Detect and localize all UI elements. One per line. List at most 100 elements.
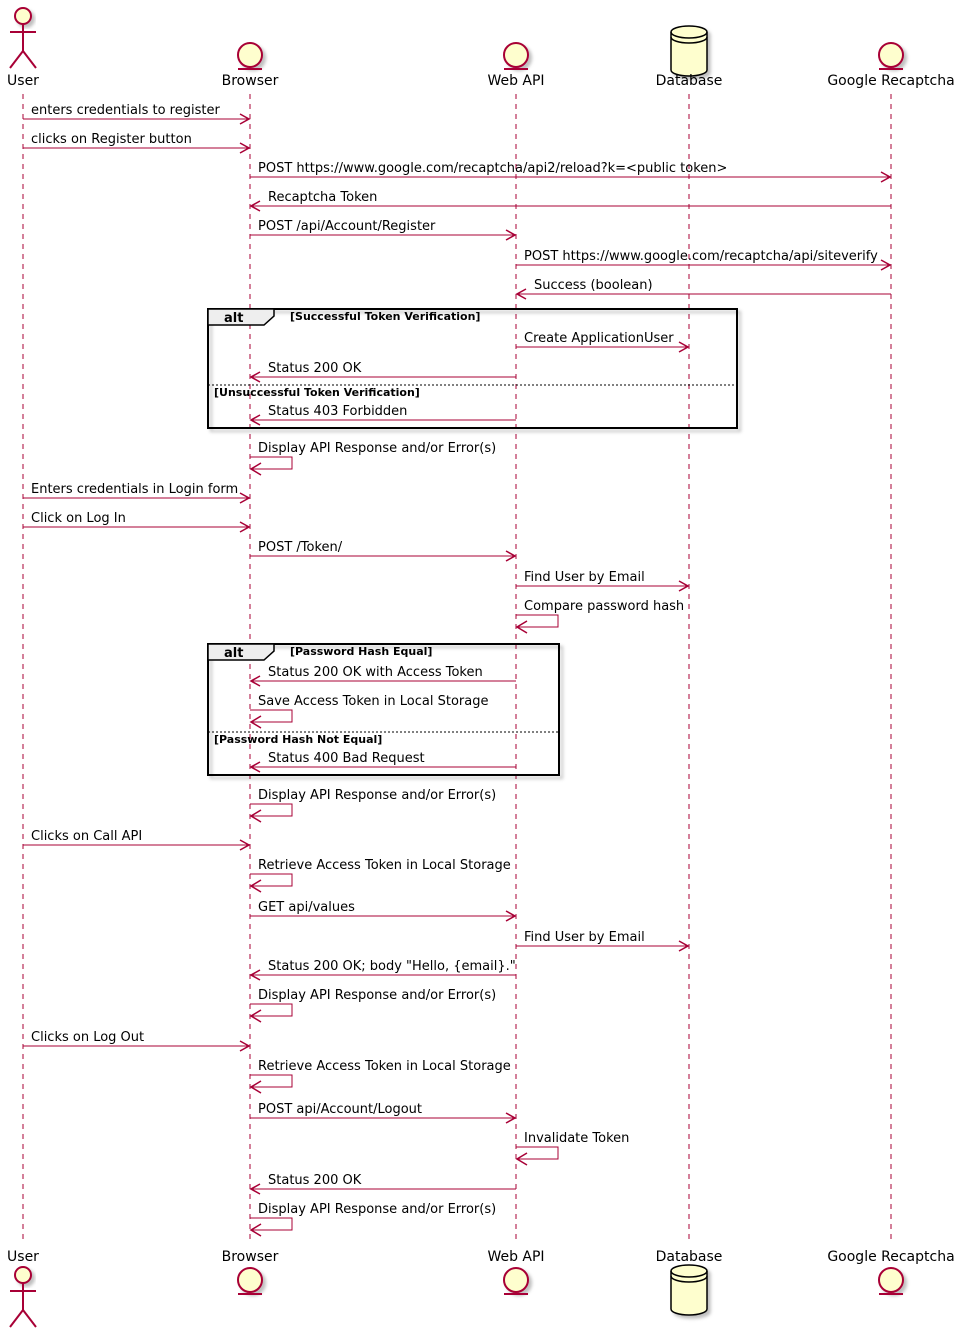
message-click-on-log-in: Click on Log In bbox=[23, 511, 251, 533]
participant-label: Browser bbox=[222, 73, 279, 89]
message-post-api-account-register: POST /api/Account/Register bbox=[250, 219, 517, 241]
arrowhead-icon bbox=[239, 1040, 251, 1052]
self-message-line bbox=[250, 456, 293, 470]
message-label: POST /api/Account/Register bbox=[258, 219, 436, 234]
message-clicks-on-log-out: Clicks on Log Out bbox=[23, 1030, 251, 1052]
message-success-boolean: Success (boolean) bbox=[515, 278, 891, 300]
message-label: Status 200 OK with Access Token bbox=[268, 665, 483, 680]
arrowhead-icon bbox=[239, 521, 251, 533]
fragment-kind: alt bbox=[224, 311, 243, 326]
arrowhead-icon bbox=[249, 371, 261, 383]
message-recaptcha-token: Recaptcha Token bbox=[249, 190, 891, 212]
message-display-api-response-and-or-error-s: Display API Response and/or Error(s) bbox=[249, 1202, 496, 1237]
message-status-200-ok-with-access-token: Status 200 OK with Access Token bbox=[249, 665, 516, 687]
alt-fragment: alt[Successful Token Verification][Unsuc… bbox=[207, 308, 738, 429]
message-enters-credentials-to-register: enters credentials to register bbox=[23, 103, 251, 125]
message-status-200-ok: Status 200 OK bbox=[249, 1173, 516, 1195]
message-status-200-ok: Status 200 OK bbox=[249, 361, 516, 383]
arrowhead-icon bbox=[678, 580, 690, 592]
message-post-https-www-google-com-recaptcha-api-siteverify: POST https://www.google.com/recaptcha/ap… bbox=[516, 249, 892, 271]
arrowhead-icon bbox=[249, 761, 261, 773]
participant-label: User bbox=[7, 73, 39, 89]
fragments: alt[Successful Token Verification][Unsuc… bbox=[207, 308, 738, 776]
fragment-guard: [Successful Token Verification] bbox=[290, 310, 480, 323]
message-create-applicationuser: Create ApplicationUser bbox=[516, 331, 690, 353]
message-retrieve-access-token-in-local-storage: Retrieve Access Token in Local Storage bbox=[249, 858, 511, 893]
arrowhead-icon bbox=[239, 492, 251, 504]
alt-fragment: alt[Password Hash Equal][Password Hash N… bbox=[207, 643, 560, 776]
message-status-400-bad-request: Status 400 Bad Request bbox=[249, 751, 516, 773]
arrowhead-icon bbox=[249, 1223, 262, 1237]
message-label: Compare password hash bbox=[524, 599, 684, 614]
message-label: POST https://www.google.com/recaptcha/ap… bbox=[258, 161, 727, 176]
message-find-user-by-email: Find User by Email bbox=[516, 570, 690, 592]
message-compare-password-hash: Compare password hash bbox=[515, 599, 684, 634]
message-label: Save Access Token in Local Storage bbox=[258, 694, 488, 709]
participant-webapi-top: Web API bbox=[487, 42, 545, 89]
arrowhead-icon bbox=[239, 113, 251, 125]
message-label: Create ApplicationUser bbox=[524, 331, 674, 346]
fragment-guard: [Password Hash Equal] bbox=[290, 645, 432, 658]
message-label: Find User by Email bbox=[524, 570, 645, 585]
database-icon bbox=[670, 1264, 708, 1316]
message-label: Invalidate Token bbox=[524, 1131, 629, 1146]
message-label: Display API Response and/or Error(s) bbox=[258, 441, 496, 456]
entity-icon bbox=[503, 1267, 529, 1295]
arrowhead-icon bbox=[249, 969, 261, 981]
message-label: Retrieve Access Token in Local Storage bbox=[258, 858, 511, 873]
actor-icon bbox=[9, 7, 37, 69]
arrowhead-icon bbox=[515, 1152, 528, 1166]
arrowhead-icon bbox=[505, 229, 517, 241]
message-display-api-response-and-or-error-s: Display API Response and/or Error(s) bbox=[249, 441, 496, 476]
message-label: Display API Response and/or Error(s) bbox=[258, 788, 496, 803]
arrowhead-icon bbox=[678, 341, 690, 353]
participant-browser-bottom: Browser bbox=[222, 1249, 279, 1295]
arrowhead-icon bbox=[249, 715, 262, 729]
arrowhead-icon bbox=[249, 200, 261, 212]
entity-icon bbox=[237, 42, 263, 70]
actor-icon bbox=[9, 1266, 37, 1328]
self-message-line bbox=[516, 1146, 559, 1160]
message-label: Status 403 Forbidden bbox=[268, 404, 407, 419]
arrowhead-icon bbox=[249, 1009, 262, 1023]
message-retrieve-access-token-in-local-storage: Retrieve Access Token in Local Storage bbox=[249, 1059, 511, 1094]
arrowhead-icon bbox=[249, 1183, 261, 1195]
self-message-line bbox=[250, 1003, 293, 1017]
entity-icon bbox=[878, 1267, 904, 1295]
participant-user-top: User bbox=[7, 7, 39, 89]
message-label: Clicks on Log Out bbox=[31, 1030, 144, 1045]
participant-label: Database bbox=[656, 73, 723, 89]
self-message-line bbox=[250, 873, 293, 887]
message-label: Status 200 OK; body "Hello, {email}." bbox=[268, 959, 516, 974]
arrowhead-icon bbox=[505, 1112, 517, 1124]
participant-label: Google Recaptcha bbox=[827, 73, 954, 89]
participant-browser-top: Browser bbox=[222, 42, 279, 89]
message-label: Retrieve Access Token in Local Storage bbox=[258, 1059, 511, 1074]
message-label: POST /Token/ bbox=[258, 540, 343, 555]
participant-webapi-bottom: Web API bbox=[487, 1249, 545, 1295]
message-label: Click on Log In bbox=[31, 511, 126, 526]
arrowhead-icon bbox=[249, 675, 261, 687]
arrowhead-icon bbox=[505, 550, 517, 562]
message-get-api-values: GET api/values bbox=[250, 900, 517, 922]
message-label: Status 200 OK bbox=[268, 361, 362, 376]
fragment-kind: alt bbox=[224, 646, 243, 661]
message-post-api-account-logout: POST api/Account/Logout bbox=[250, 1102, 517, 1124]
arrowhead-icon bbox=[880, 259, 892, 271]
participant-database-top: Database bbox=[656, 25, 723, 89]
lifelines bbox=[22, 94, 892, 1242]
self-message-line bbox=[250, 1217, 293, 1231]
message-label: POST https://www.google.com/recaptcha/ap… bbox=[524, 249, 878, 264]
message-label: Find User by Email bbox=[524, 930, 645, 945]
database-icon bbox=[670, 25, 708, 77]
message-label: Recaptcha Token bbox=[268, 190, 377, 205]
self-message-line bbox=[516, 614, 559, 628]
message-clicks-on-call-api: Clicks on Call API bbox=[23, 829, 251, 851]
arrowhead-icon bbox=[239, 839, 251, 851]
participant-label: Web API bbox=[487, 73, 544, 89]
message-label: Status 400 Bad Request bbox=[268, 751, 425, 766]
self-message-line bbox=[250, 803, 293, 817]
message-status-403-forbidden: Status 403 Forbidden bbox=[249, 404, 516, 426]
